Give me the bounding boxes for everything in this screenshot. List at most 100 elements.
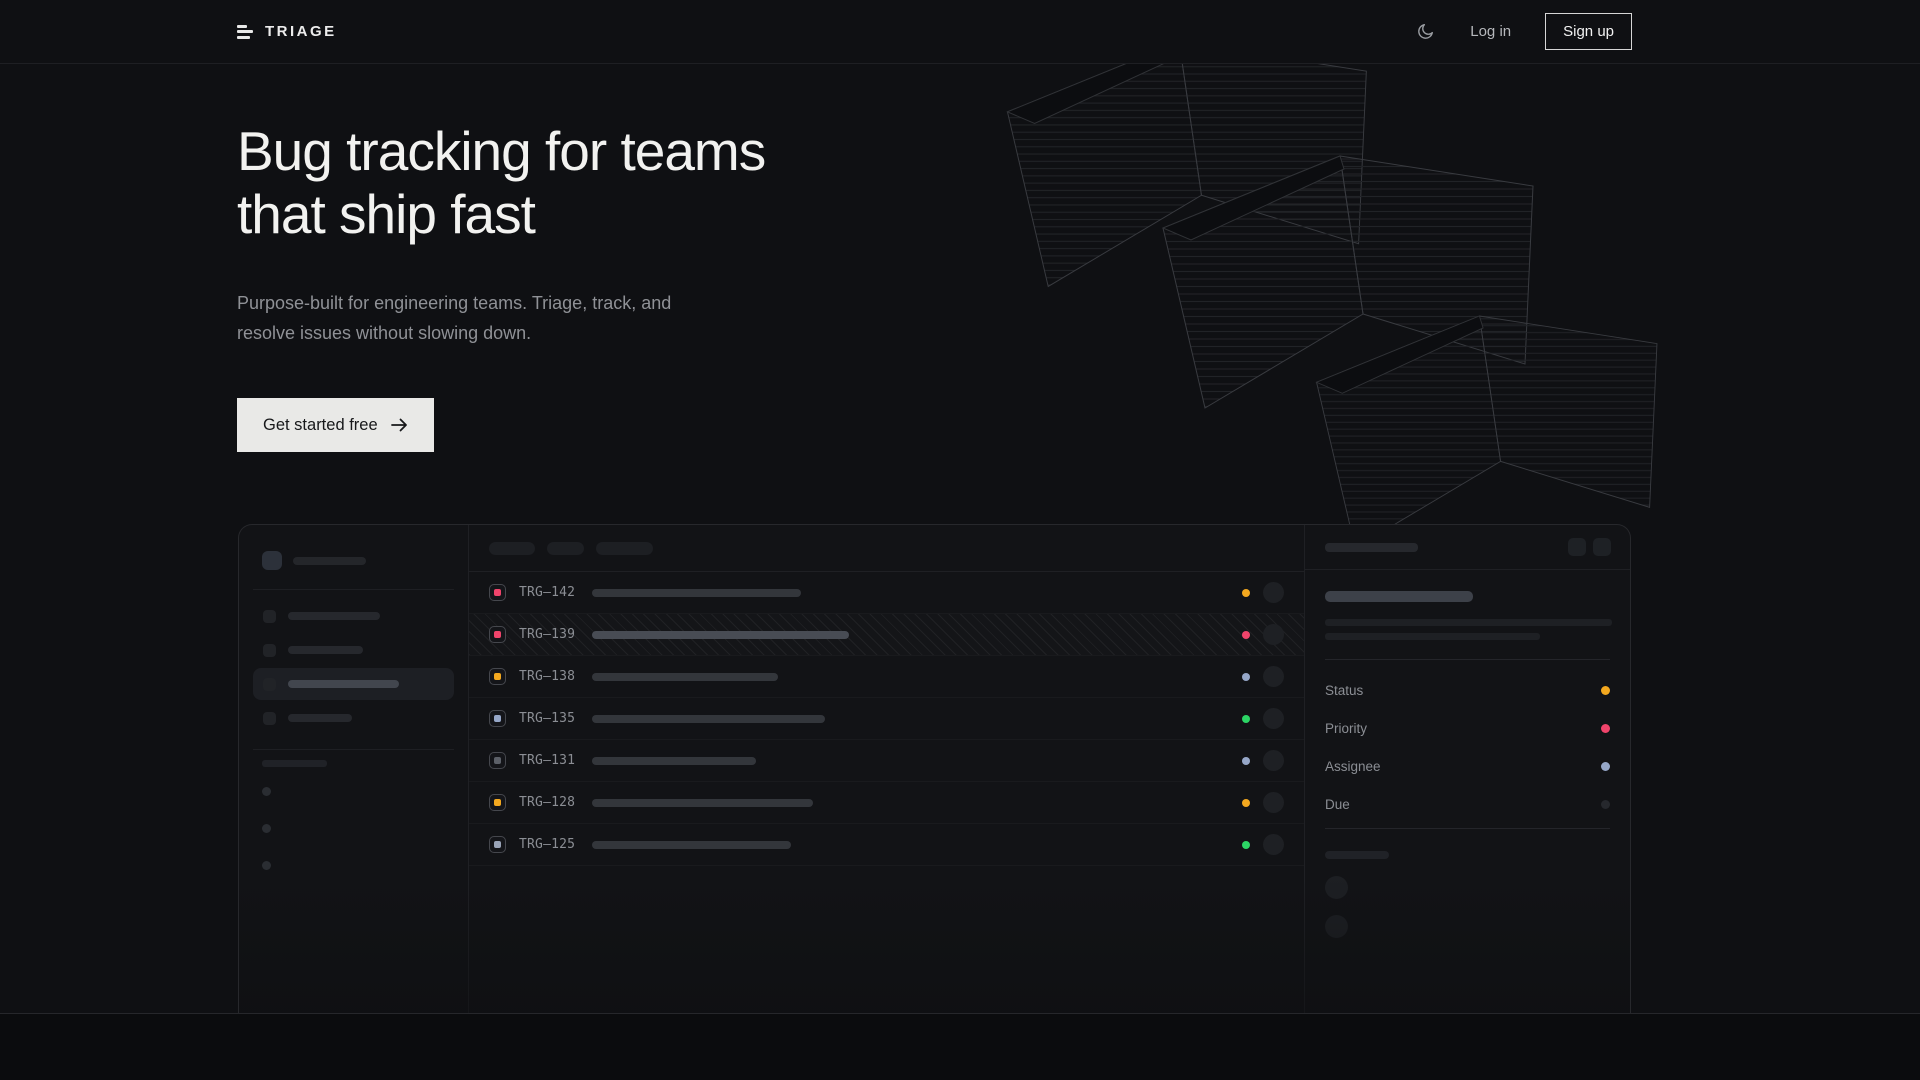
- issue-type-icon: [489, 752, 506, 769]
- detail-field-label: Assignee: [1325, 758, 1381, 774]
- top-nav: TRIAGE Log in Sign up: [0, 0, 1920, 64]
- issue-id: TRG–142: [519, 585, 576, 600]
- detail-fields: Status Priority Assignee Due: [1325, 671, 1610, 823]
- product-mockup: TRG–142 TRG–139: [238, 524, 1631, 1013]
- issue-id: TRG–125: [519, 837, 576, 852]
- issue-type-icon: [489, 836, 506, 853]
- detail-comment-avatar: [1325, 876, 1348, 899]
- sidebar-project-dot: [262, 824, 271, 833]
- issue-row: TRG–135: [469, 698, 1304, 740]
- sidebar-item-icon: [263, 609, 276, 623]
- issue-title-skeleton: [592, 588, 802, 597]
- issue-status-dot: [1242, 840, 1250, 849]
- issue-row: TRG–142: [469, 572, 1304, 614]
- issue-id: TRG–135: [519, 711, 576, 726]
- detail-field-label: Due: [1325, 796, 1350, 812]
- mockup-workspace-row: [262, 551, 454, 570]
- issue-type-icon: [489, 668, 506, 685]
- detail-description-skeleton: [1325, 619, 1612, 626]
- issue-assignee-avatar: [1263, 708, 1284, 729]
- issue-rows: TRG–142 TRG–139: [469, 572, 1304, 866]
- issue-id: TRG–131: [519, 753, 576, 768]
- hero-subtitle: Purpose-built for engineering teams. Tri…: [237, 288, 765, 348]
- sidebar-divider: [253, 749, 454, 750]
- sidebar-item-label-skeleton: [288, 714, 352, 722]
- issue-title-skeleton: [592, 840, 792, 849]
- theme-toggle-button[interactable]: [1414, 21, 1436, 43]
- detail-field-value-dot: [1601, 723, 1610, 733]
- detail-field-row: Status: [1325, 671, 1610, 709]
- issue-type-icon: [489, 710, 506, 727]
- issue-status-dot: [1242, 714, 1250, 723]
- issue-title-skeleton: [592, 672, 779, 681]
- workspace-avatar: [262, 551, 282, 570]
- footer-strip: [0, 1013, 1920, 1080]
- detail-description-skeleton: [1325, 633, 1540, 640]
- issue-id: TRG–139: [519, 627, 576, 642]
- detail-activity-label-skeleton: [1325, 851, 1389, 859]
- issue-status-dot: [1242, 588, 1250, 597]
- issue-type-icon: [489, 626, 506, 643]
- issue-status-dot: [1242, 798, 1250, 807]
- detail-title-skeleton: [1325, 591, 1473, 602]
- hero-subtitle-line-2: resolve issues without slowing down.: [237, 323, 532, 343]
- get-started-label: Get started free: [263, 415, 378, 434]
- detail-field-value-dot: [1601, 761, 1610, 771]
- hero-subtitle-line-1: Purpose-built for engineering teams. Tri…: [237, 293, 672, 313]
- issue-assignee-avatar: [1263, 750, 1284, 771]
- detail-field-label: Priority: [1325, 720, 1368, 736]
- sidebar-project-dot: [262, 787, 271, 796]
- sidebar-item-label-skeleton: [288, 680, 399, 688]
- detail-divider: [1325, 828, 1610, 829]
- issue-status-dot: [1242, 756, 1250, 765]
- triage-logo-icon: [237, 24, 253, 39]
- arrow-right-icon: [390, 418, 407, 432]
- sidebar-nav-item: [253, 668, 454, 700]
- sidebar-nav-item: [253, 600, 454, 632]
- login-link[interactable]: Log in: [1470, 23, 1512, 40]
- sidebar-item-icon: [263, 677, 276, 691]
- detail-action-button: [1593, 538, 1611, 556]
- hero-title-line-2: that ship fast: [237, 183, 536, 245]
- sidebar-section-label-skeleton: [262, 760, 327, 767]
- signup-button[interactable]: Sign up: [1545, 13, 1632, 50]
- list-tab-skeleton: [547, 541, 584, 555]
- sidebar-divider: [253, 589, 454, 590]
- mockup-detail-panel: Status Priority Assignee Due: [1305, 525, 1630, 1013]
- moon-icon: [1417, 24, 1433, 39]
- detail-action-button: [1568, 538, 1586, 556]
- issue-row: TRG–139: [469, 614, 1304, 656]
- detail-field-label: Status: [1325, 682, 1364, 698]
- nav-actions: Log in Sign up: [1414, 13, 1632, 50]
- detail-field-row: Assignee: [1325, 747, 1610, 785]
- issue-assignee-avatar: [1263, 666, 1284, 687]
- hero-section: Bug tracking for teams that ship fast Pu…: [0, 64, 1920, 1013]
- issue-row: TRG–138: [469, 656, 1304, 698]
- detail-field-row: Due: [1325, 785, 1610, 823]
- sidebar-nav-item: [253, 702, 454, 734]
- issue-status-dot: [1242, 630, 1250, 639]
- mockup-issue-list: TRG–142 TRG–139: [469, 525, 1305, 1013]
- detail-comment-avatar: [1325, 915, 1348, 938]
- sidebar-nav-item: [253, 634, 454, 666]
- brand-name: TRIAGE: [265, 23, 337, 40]
- issue-row: TRG–128: [469, 782, 1304, 824]
- issue-title-skeleton: [592, 798, 814, 807]
- issue-row: TRG–125: [469, 824, 1304, 866]
- detail-divider: [1325, 659, 1610, 660]
- issue-assignee-avatar: [1263, 582, 1284, 603]
- issue-list-header: [469, 525, 1304, 572]
- issue-title-skeleton: [592, 630, 850, 639]
- sidebar-item-icon: [263, 711, 276, 725]
- issue-id: TRG–128: [519, 795, 576, 810]
- sidebar-nav-items: [253, 600, 454, 734]
- brand-logo[interactable]: TRIAGE: [237, 23, 337, 40]
- detail-field-value-dot: [1601, 799, 1610, 809]
- sidebar-item-icon: [263, 643, 276, 657]
- get-started-button[interactable]: Get started free: [237, 398, 434, 452]
- list-tab-skeleton: [489, 541, 535, 555]
- detail-field-value-dot: [1601, 685, 1610, 695]
- hero-copy: Bug tracking for teams that ship fast Pu…: [237, 120, 766, 452]
- detail-field-row: Priority: [1325, 709, 1610, 747]
